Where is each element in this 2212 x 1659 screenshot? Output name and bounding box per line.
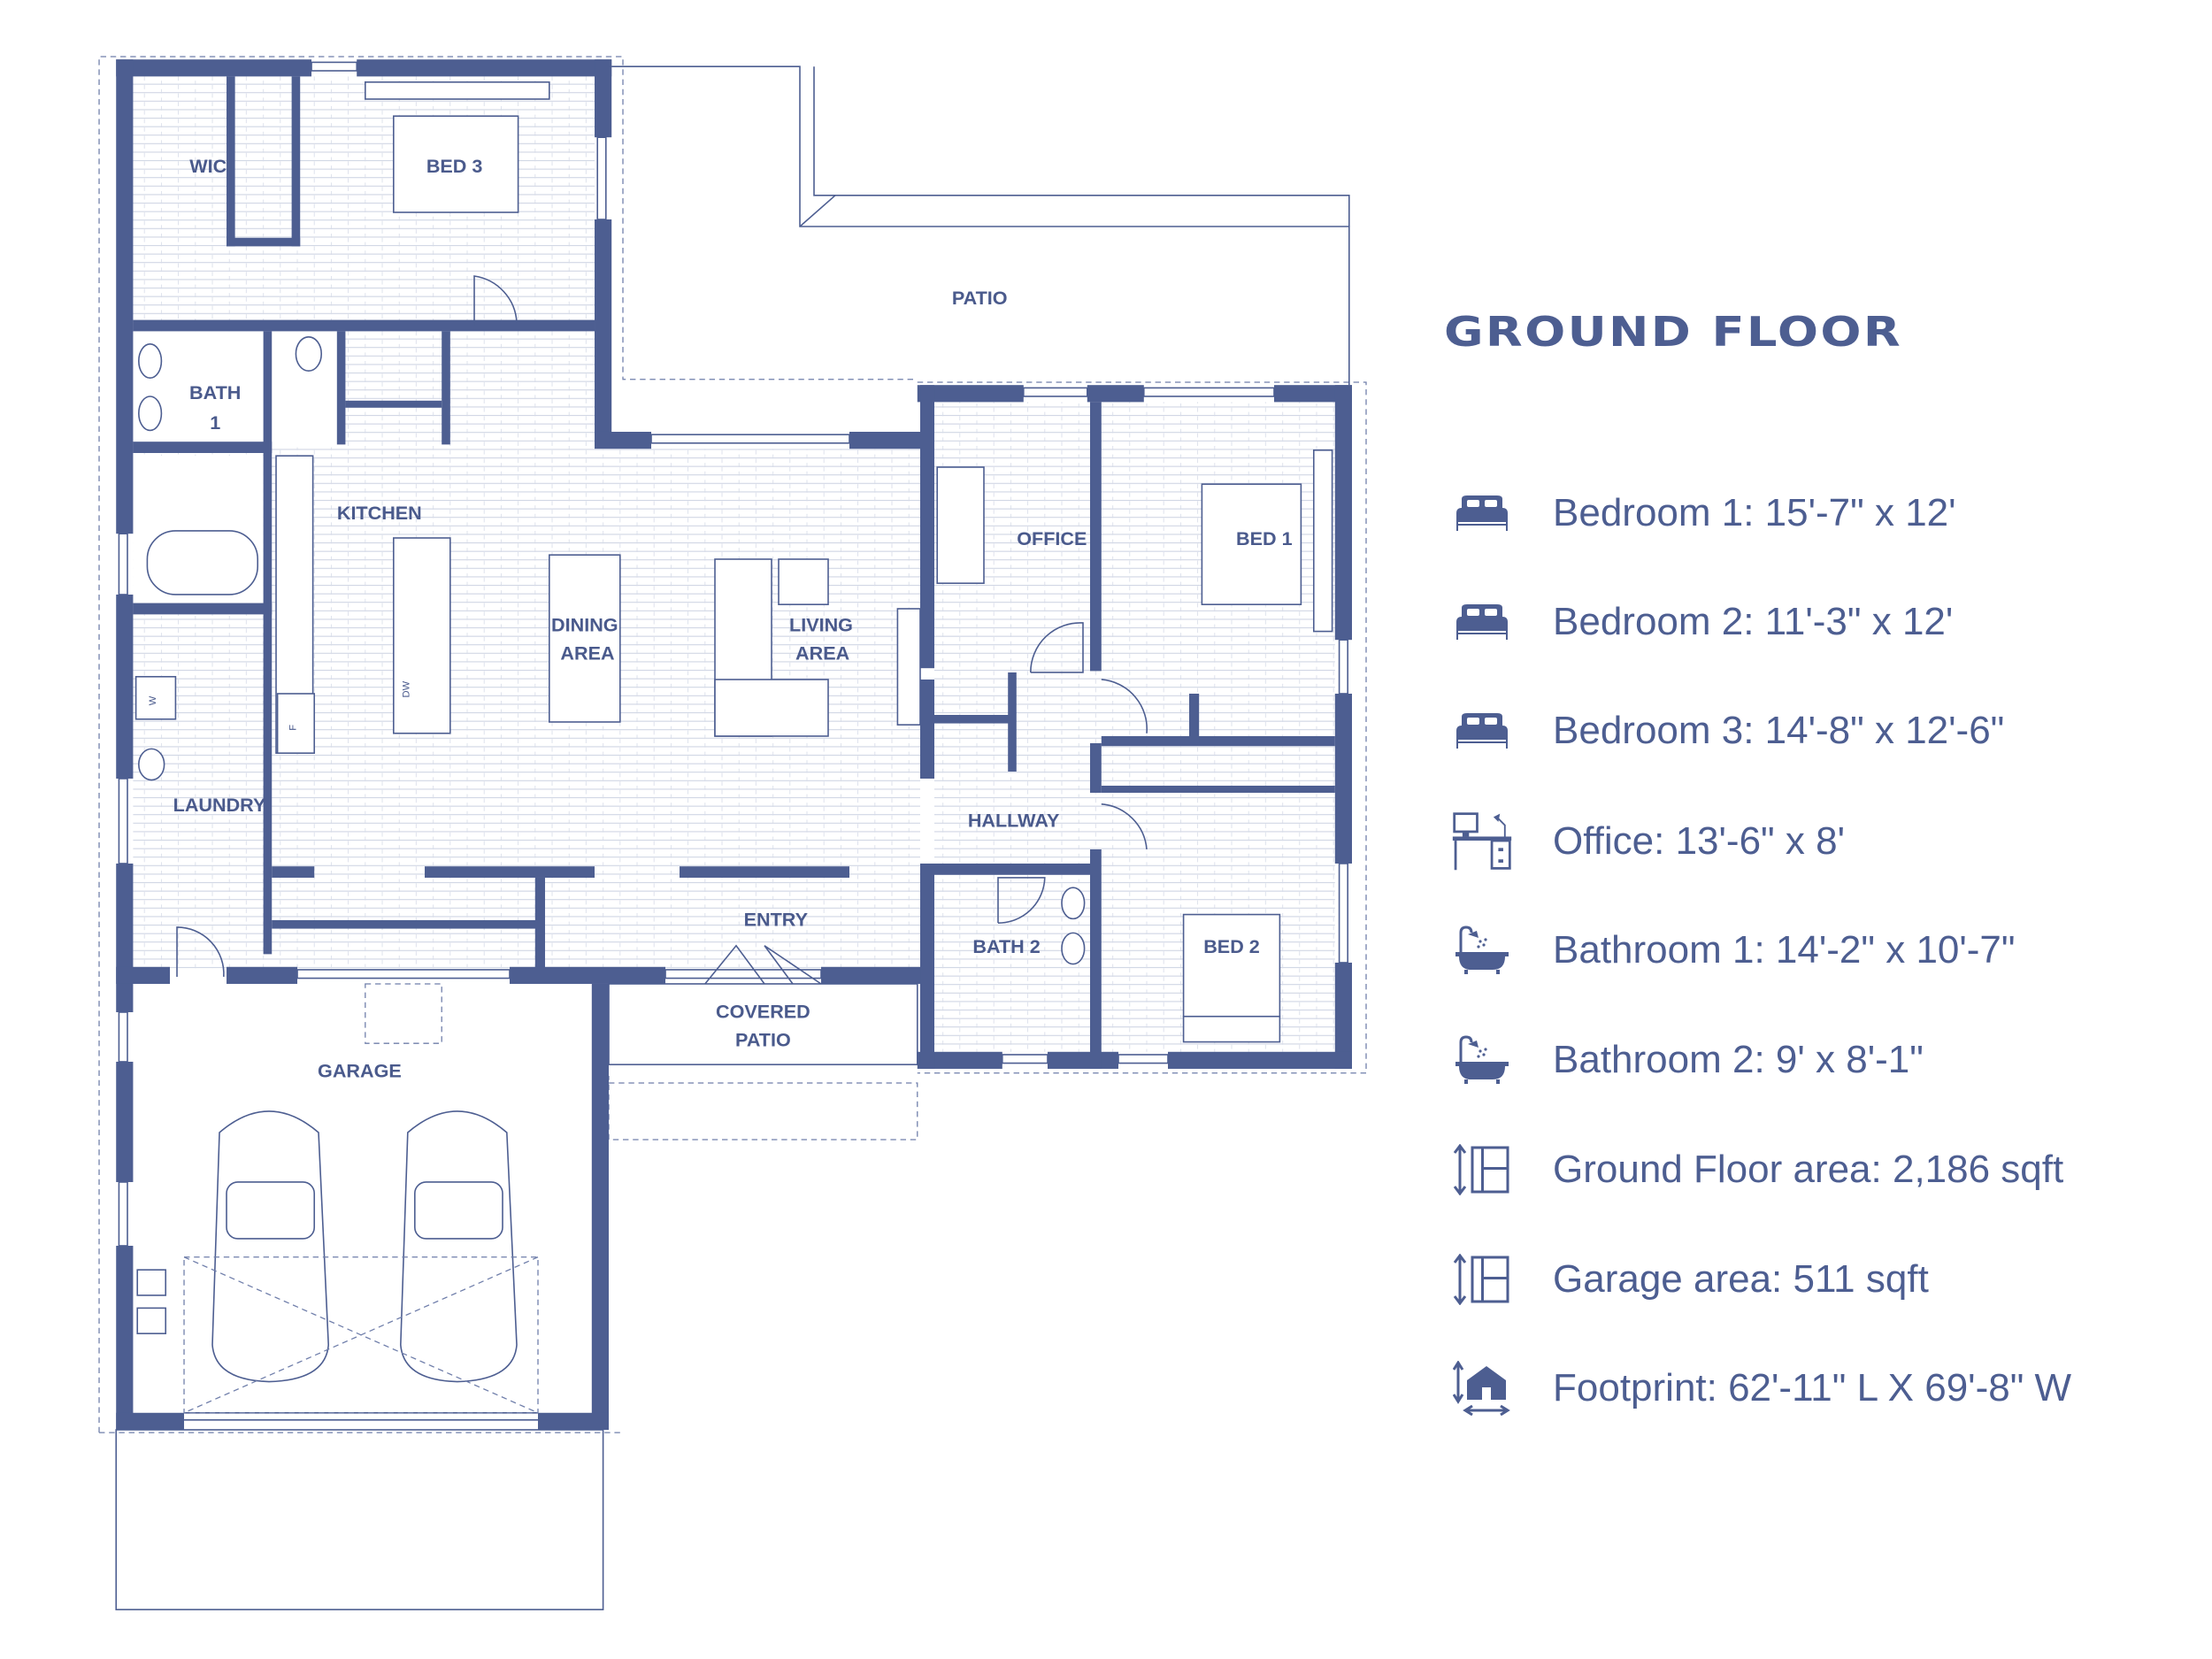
room-label-bed-1: BED 1 xyxy=(1236,527,1293,549)
legend-item-text: Bedroom 2: 11'-3" x 12' xyxy=(1553,600,1954,643)
house-dimensions-icon xyxy=(1451,1361,1513,1416)
room-label-bed-2: BED 2 xyxy=(1203,935,1260,957)
kitchen-island xyxy=(393,537,451,734)
bathtub-icon xyxy=(1451,1033,1513,1087)
page-title: GROUND FLOOR xyxy=(1444,308,1903,356)
legend-item: Garage area: 511 sqft xyxy=(1451,1248,1929,1310)
room-label-patio: PATIO xyxy=(952,287,1008,309)
driveway-outline xyxy=(115,1429,604,1610)
room-label-dining-area: AREA xyxy=(560,642,615,664)
room-label-entry: ENTRY xyxy=(744,908,809,930)
legend-item-text: Bedroom 3: 14'-8" x 12'-6" xyxy=(1553,709,2005,752)
room-label-dining: DINING xyxy=(551,614,618,636)
area-icon xyxy=(1451,1253,1513,1306)
room-label-kitchen: KITCHEN xyxy=(337,502,422,524)
legend-item: Bedroom 2: 11'-3" x 12' xyxy=(1451,591,1953,653)
legend-item: Footprint: 62'-11" L X 69'-8" W xyxy=(1451,1357,2071,1419)
bed-icon xyxy=(1451,487,1513,540)
legend-item-text: Garage area: 511 sqft xyxy=(1553,1257,1929,1301)
fridge-label: F xyxy=(288,725,298,731)
bed-1-bed xyxy=(1201,483,1302,605)
patio-outline xyxy=(611,65,1350,386)
room-label-bath-2: BATH 2 xyxy=(972,935,1040,957)
office-desk xyxy=(936,466,985,584)
legend-item: Bathroom 2: 9' x 8'-1" xyxy=(1451,1029,1924,1091)
legend-item: Office: 13'-6" x 8' xyxy=(1451,810,1845,872)
legend-item-text: Office: 13'-6" x 8' xyxy=(1553,819,1845,863)
room-label-living-area: AREA xyxy=(795,642,850,664)
bathtub-icon xyxy=(1451,924,1513,977)
legend-item-text: Bathroom 1: 14'-2" x 10'-7" xyxy=(1553,928,2016,972)
room-label-hallway: HALLWAY xyxy=(968,809,1060,831)
room-label-covered: COVERED xyxy=(716,1000,810,1022)
room-label-bath-1: BATH xyxy=(189,381,241,403)
legend-item-text: Ground Floor area: 2,186 sqft xyxy=(1553,1148,2064,1191)
room-label-living: LIVING xyxy=(789,614,853,636)
car-left xyxy=(211,1110,330,1383)
legend-item: Bedroom 1: 15'-7" x 12' xyxy=(1451,482,1956,544)
legend-item: Ground Floor area: 2,186 sqft xyxy=(1451,1139,2063,1201)
room-label-covered-patio: PATIO xyxy=(735,1028,791,1050)
bathtub xyxy=(146,530,259,595)
bed-2-bed xyxy=(1182,913,1281,1018)
area-icon xyxy=(1451,1143,1513,1196)
covered-patio-outline xyxy=(608,983,918,1065)
room-label-laundry: LAUNDRY xyxy=(173,794,266,816)
room-label-garage: GARAGE xyxy=(318,1060,402,1082)
room-label-wic: WIC xyxy=(189,155,227,177)
legend-item-text: Footprint: 62'-11" L X 69'-8" W xyxy=(1553,1366,2072,1409)
legend-item-text: Bedroom 1: 15'-7" x 12' xyxy=(1553,491,1956,534)
walls xyxy=(116,59,1352,1430)
room-label-bed-3: BED 3 xyxy=(426,155,483,177)
dishwasher-label: DW xyxy=(401,680,411,697)
dining-table xyxy=(549,554,621,723)
bed-icon xyxy=(1451,595,1513,649)
legend-item-text: Bathroom 2: 9' x 8'-1" xyxy=(1553,1038,1924,1081)
desk-icon xyxy=(1451,812,1513,871)
room-label-bath-1-number: 1 xyxy=(210,411,220,434)
washer-label: W xyxy=(148,695,158,705)
legend-item: Bedroom 3: 14'-8" x 12'-6" xyxy=(1451,700,2004,762)
bed-icon xyxy=(1451,704,1513,757)
furniture xyxy=(134,81,1333,1414)
room-label-office: OFFICE xyxy=(1017,527,1087,549)
car-right xyxy=(400,1110,518,1383)
bed-3-bed xyxy=(393,115,519,213)
legend-item: Bathroom 1: 14'-2" x 10'-7" xyxy=(1451,919,2016,981)
